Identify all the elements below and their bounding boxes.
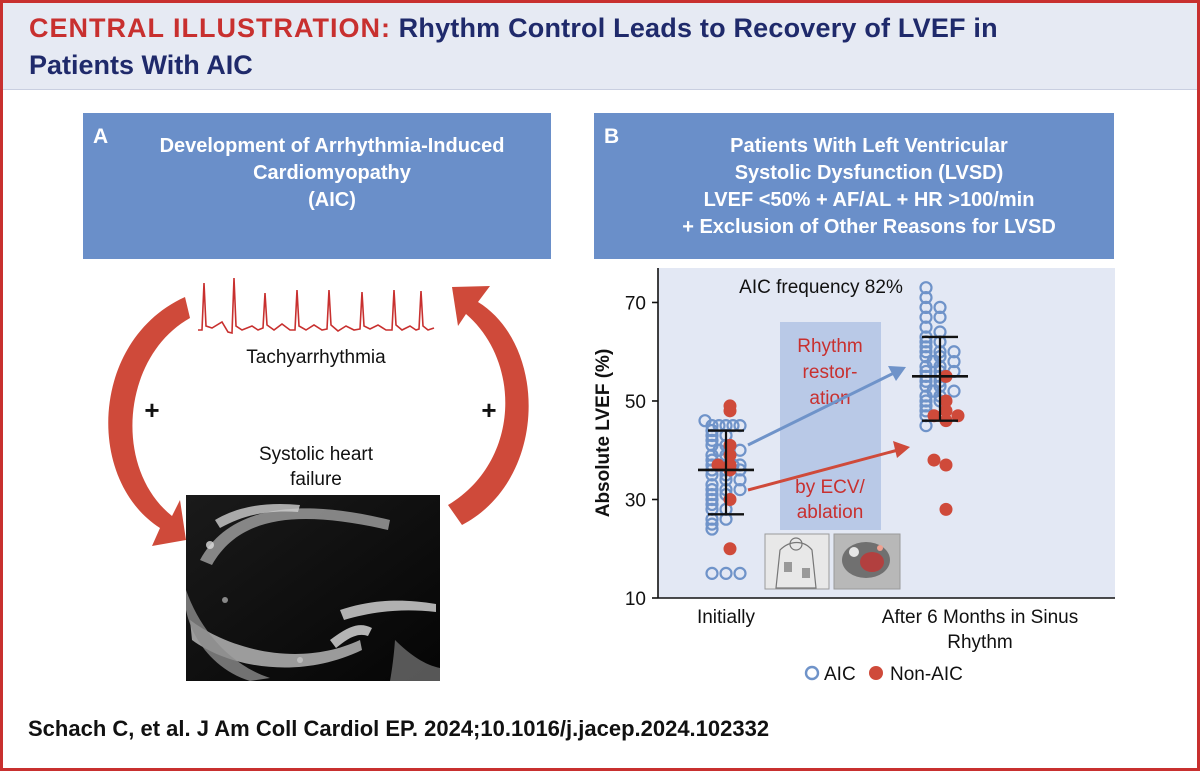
aic-data-point bbox=[705, 478, 719, 492]
non-aic-data-point bbox=[951, 409, 965, 423]
non-aic-data-point bbox=[723, 542, 737, 556]
rhythm-box-line: ation bbox=[809, 388, 850, 409]
aic-data-point bbox=[919, 300, 933, 315]
aic-data-point bbox=[919, 320, 933, 334]
aic-data-point bbox=[919, 379, 933, 393]
category-label-initially: Initially bbox=[697, 607, 756, 628]
ecg-label: Tachyarrhythmia bbox=[246, 347, 386, 368]
rhythm-restoration-box bbox=[780, 322, 881, 530]
citation: Schach C, et al. J Am Coll Cardiol EP. 2… bbox=[28, 716, 770, 741]
non-aic-data-point bbox=[939, 394, 953, 408]
aic-data-point bbox=[733, 483, 747, 497]
aic-data-point bbox=[919, 340, 933, 354]
y-tick-label: 10 bbox=[625, 589, 646, 610]
figure-header: CENTRAL ILLUSTRATION: Rhythm Control Lea… bbox=[3, 3, 1197, 90]
non-aic-data-point bbox=[711, 458, 725, 472]
category-label-after-line2: Rhythm bbox=[947, 632, 1012, 653]
aic-data-point bbox=[719, 566, 733, 580]
aic-data-point bbox=[705, 522, 719, 536]
chart-legend: AIC Non-AIC bbox=[804, 664, 963, 685]
plus-left: + bbox=[144, 395, 159, 425]
panel-a-header: A Development of Arrhythmia-Induced Card… bbox=[83, 113, 551, 259]
right-cycle-arrow bbox=[448, 286, 529, 525]
heart-label-line1: Systolic heart bbox=[259, 444, 374, 465]
legend-nonaic-marker bbox=[869, 666, 883, 680]
non-aic-data-point bbox=[939, 404, 953, 418]
aic-data-point bbox=[947, 345, 961, 359]
aic-data-point bbox=[705, 497, 719, 512]
legend-aic-marker bbox=[804, 665, 820, 681]
non-aic-data-point bbox=[939, 502, 953, 516]
left-cycle-arrow bbox=[108, 297, 190, 546]
aic-data-point bbox=[933, 300, 947, 315]
aic-data-point bbox=[698, 414, 712, 428]
aic-data-point bbox=[705, 487, 719, 502]
rhythm-restoration-arrow bbox=[747, 366, 906, 447]
mean-sd-bars bbox=[698, 335, 968, 516]
aic-data-point bbox=[919, 310, 933, 324]
title-label: CENTRAL ILLUSTRATION: bbox=[29, 13, 391, 43]
title-text: Rhythm Control Leads to Recovery of LVEF… bbox=[398, 13, 998, 43]
non-aic-data-point bbox=[927, 409, 941, 423]
panel-a-heading-line: Cardiomyopathy bbox=[253, 162, 411, 184]
panel-a-heading: Development of Arrhythmia-Induced Cardio… bbox=[123, 133, 541, 214]
rhythm-box-line: Rhythm bbox=[797, 336, 862, 357]
rhythm-box-line: restor- bbox=[803, 362, 858, 383]
panel-b-heading-line: Patients With Left Ventricular bbox=[730, 135, 1008, 157]
panel-a-heading-line: (AIC) bbox=[308, 189, 356, 211]
ecv-thumbnail bbox=[764, 533, 830, 590]
ecg-trace bbox=[198, 277, 435, 335]
panel-b-heading-line: + Exclusion of Other Reasons for LVSD bbox=[682, 216, 1056, 238]
y-tick-label: 50 bbox=[625, 392, 646, 413]
aic-data-point bbox=[733, 566, 747, 580]
aic-data-point bbox=[733, 473, 747, 487]
legend-nonaic-label: Non-AIC bbox=[890, 664, 963, 685]
echocardiogram-image bbox=[186, 495, 440, 681]
category-label-after-line1: After 6 Months in Sinus bbox=[882, 607, 1078, 628]
y-axis-title: Absolute LVEF (%) bbox=[593, 349, 614, 518]
rhythm-box-line: by ECV/ bbox=[795, 477, 865, 498]
heart-label-line2: failure bbox=[290, 469, 342, 490]
aic-data-point bbox=[705, 483, 719, 497]
panel-b-letter: B bbox=[604, 125, 620, 148]
aic-data-point bbox=[947, 384, 961, 398]
aic-data-point bbox=[705, 492, 719, 507]
non-aic-data-point bbox=[927, 453, 941, 467]
non-aic-data-point bbox=[723, 399, 737, 413]
rhythm-box-line: ablation bbox=[797, 502, 864, 523]
aic-data-point bbox=[919, 290, 933, 305]
aic-data-point bbox=[919, 281, 933, 295]
panel-a-graphics: Tachyarrhythmia + + Systolic heart failu… bbox=[108, 277, 529, 681]
aic-data-point bbox=[919, 399, 933, 413]
aic-data-point bbox=[919, 394, 933, 408]
panel-a-letter: A bbox=[93, 125, 109, 148]
aic-data-point bbox=[919, 345, 933, 359]
lvef-chart: Rhythm restor- ation by ECV/ ablation 10… bbox=[593, 268, 1115, 685]
non-aic-data-point bbox=[939, 458, 953, 472]
y-tick-label: 70 bbox=[625, 293, 646, 314]
aic-data-point bbox=[705, 566, 719, 580]
y-tick-label: 30 bbox=[625, 490, 646, 511]
figure-title-continued: Patients With AIC bbox=[29, 50, 253, 80]
aic-data-point bbox=[705, 433, 719, 447]
aic-data-point bbox=[733, 443, 747, 457]
panel-b-heading: Patients With Left Ventricular Systolic … bbox=[634, 133, 1104, 241]
panel-a-heading-line: Development of Arrhythmia-Induced bbox=[159, 135, 505, 157]
aic-data-point bbox=[947, 354, 961, 369]
aic-frequency-label: AIC frequency 82% bbox=[739, 277, 903, 298]
aic-data-point bbox=[919, 350, 933, 364]
y-axis-ticks: 10 30 50 70 bbox=[625, 293, 658, 610]
plus-right: + bbox=[481, 395, 496, 425]
aic-data-point bbox=[933, 310, 947, 324]
ablation-map-thumbnail bbox=[833, 533, 901, 590]
aic-data-point bbox=[705, 517, 719, 531]
panel-b-heading-line: LVEF <50% + AF/AL + HR >100/min bbox=[703, 189, 1035, 211]
legend-aic-label: AIC bbox=[824, 664, 856, 685]
ecv-ablation-arrow bbox=[747, 441, 910, 492]
panel-b-header: B Patients With Left Ventricular Systoli… bbox=[594, 113, 1114, 259]
aic-data-point bbox=[705, 438, 719, 452]
figure-title: CENTRAL ILLUSTRATION: Rhythm Control Lea… bbox=[29, 13, 998, 44]
panel-b-heading-line: Systolic Dysfunction (LVSD) bbox=[734, 162, 1004, 184]
